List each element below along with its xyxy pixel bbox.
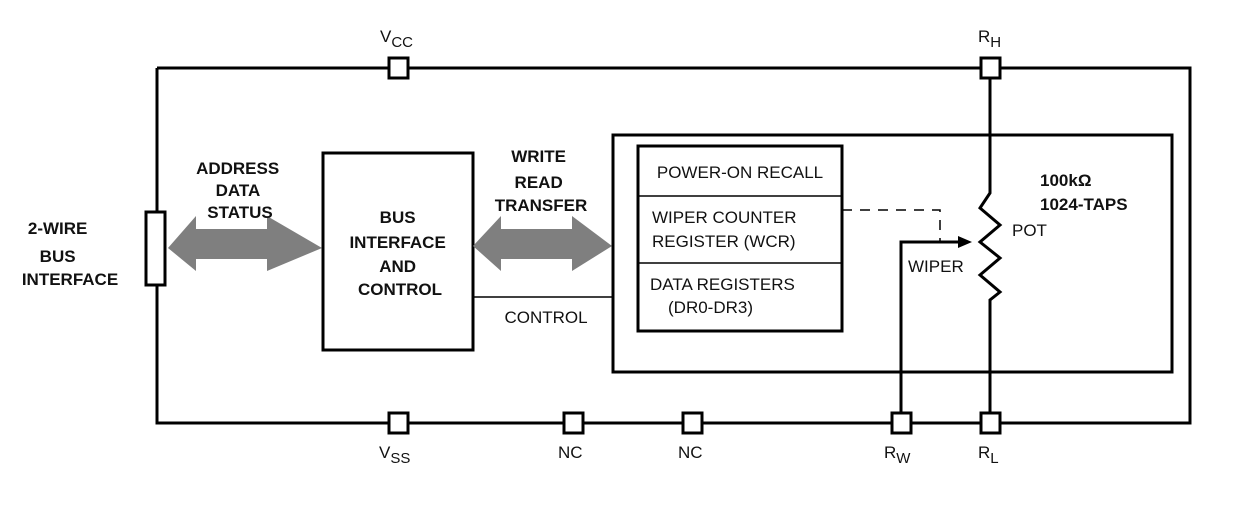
wiper-arrowhead-icon	[958, 236, 972, 248]
label-vcc: VCC	[380, 27, 413, 51]
label-rw: RW	[884, 443, 911, 467]
pin-vss	[387, 411, 410, 435]
pin-nc-1	[562, 411, 585, 435]
pot-resistance: 100kΩ	[1040, 171, 1091, 190]
pin-bus-interface	[144, 210, 167, 287]
power-on-recall: POWER-ON RECALL	[657, 163, 823, 182]
wiper-label: WIPER	[908, 257, 964, 276]
pot-resistor-icon	[977, 78, 1003, 413]
pin-rw	[890, 411, 913, 435]
label-nc-2: NC	[678, 443, 703, 462]
bus-block-label: BUS INTERFACE AND CONTROL	[349, 208, 450, 299]
wiper-line	[899, 240, 962, 413]
wcr-wiper-dashed-link	[842, 209, 941, 242]
pin-rh	[979, 56, 1002, 80]
package-outline	[155, 66, 1192, 425]
pot-label: POT	[1012, 221, 1047, 240]
potentiometer-block	[611, 133, 1174, 374]
pin-nc-2	[681, 411, 704, 435]
bus-interface-label: 2-WIRE BUS INTERFACE	[22, 219, 118, 289]
pin-rl	[979, 411, 1002, 435]
register-stack	[636, 144, 844, 333]
pin-vcc	[387, 56, 410, 80]
arrow-right-label: WRITE READ TRANSFER	[495, 147, 588, 215]
label-vss: VSS	[379, 443, 410, 467]
data-registers: DATA REGISTERS (DR0-DR3)	[650, 275, 800, 317]
address-data-status-arrow-full	[168, 216, 322, 271]
pot-taps: 1024-TAPS	[1040, 195, 1128, 214]
label-rl: RL	[978, 443, 999, 467]
label-rh: RH	[978, 27, 1001, 51]
write-read-transfer-arrow	[473, 216, 612, 271]
control-label: CONTROL	[504, 308, 587, 327]
bus-interface-control-block	[321, 151, 475, 352]
wiper-counter-register: WIPER COUNTER REGISTER (WCR)	[652, 208, 801, 251]
arrow-left-label: ADDRESS DATA STATUS	[196, 159, 284, 222]
label-nc-1: NC	[558, 443, 583, 462]
